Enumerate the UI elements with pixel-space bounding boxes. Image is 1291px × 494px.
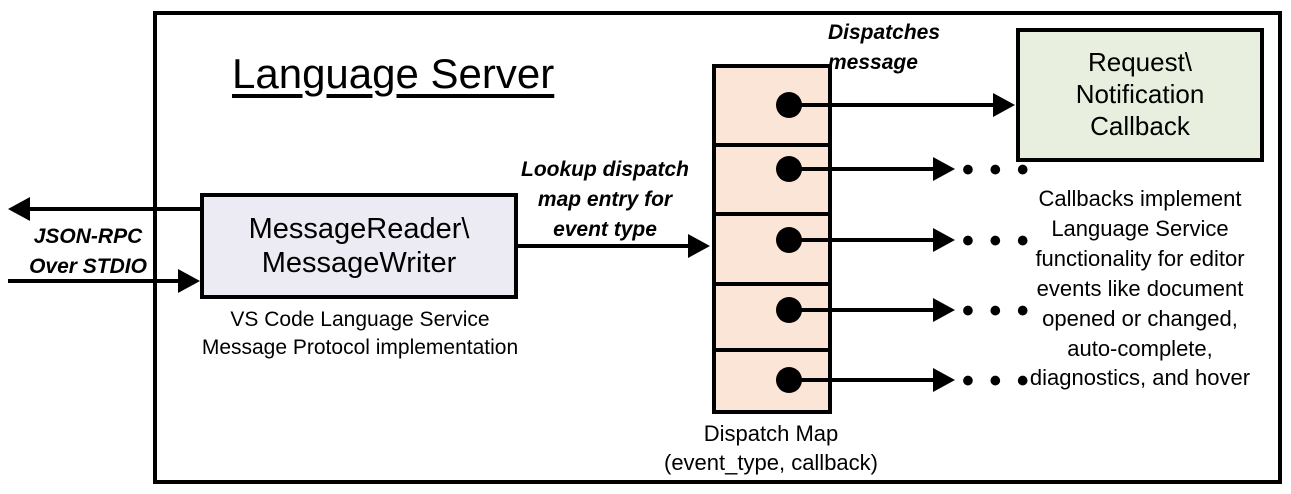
- dispatch-row-5-line: [795, 378, 935, 382]
- inbound-stdio-line: [8, 279, 183, 283]
- dispatch-row-4-ellipsis: • • •: [962, 292, 1032, 330]
- outbound-stdio-arrowhead: [8, 197, 30, 221]
- dispatch-row-2-line: [795, 167, 935, 171]
- dispatch-row-5-arrowhead: [933, 368, 955, 392]
- dispatch-map-divider: [712, 212, 832, 216]
- message-reader-writer-box[interactable]: MessageReader\ MessageWriter: [200, 193, 518, 299]
- inbound-stdio-arrowhead: [178, 269, 200, 293]
- dispatch-map-caption: Dispatch Map (event_type, callback): [664, 421, 878, 475]
- outbound-stdio-line: [30, 207, 320, 211]
- request-notification-callback-caption: Callbacks implement Language Service fun…: [1029, 186, 1251, 391]
- dispatch-row-3-line: [795, 238, 935, 242]
- dispatch-map-divider: [712, 143, 832, 147]
- json-rpc-edge-label: JSON-RPC Over STDIO: [29, 225, 147, 278]
- dispatch-row-1-line: [795, 103, 995, 107]
- dispatch-row-5-ellipsis: • • •: [962, 362, 1032, 400]
- request-notification-callback-label: Request\ Notification Callback: [1075, 47, 1205, 141]
- dispatches-message-edge-label: Dispatches message: [828, 21, 941, 74]
- lookup-dispatch-arrowhead: [688, 234, 710, 258]
- dispatch-map-divider: [712, 348, 832, 352]
- page-title: Language Server: [232, 50, 555, 97]
- dispatch-row-4-line: [795, 308, 935, 312]
- dispatch-row-3-arrowhead: [933, 228, 955, 252]
- lookup-dispatch-line: [518, 244, 690, 248]
- dispatch-row-2-arrowhead: [933, 157, 955, 181]
- lookup-dispatch-edge-label: Lookup dispatch map entry for event type: [521, 158, 689, 241]
- dispatch-row-1-arrowhead: [993, 93, 1015, 117]
- request-notification-callback-box[interactable]: Request\ Notification Callback: [1016, 28, 1264, 162]
- message-reader-writer-caption: VS Code Language Service Message Protoco…: [201, 308, 519, 359]
- dispatch-map-divider: [712, 282, 832, 286]
- dispatch-row-3-ellipsis: • • •: [962, 222, 1032, 260]
- message-reader-writer-label: MessageReader\ MessageWriter: [248, 212, 470, 279]
- dispatch-row-4-arrowhead: [933, 298, 955, 322]
- language-server-frame: [153, 11, 1282, 484]
